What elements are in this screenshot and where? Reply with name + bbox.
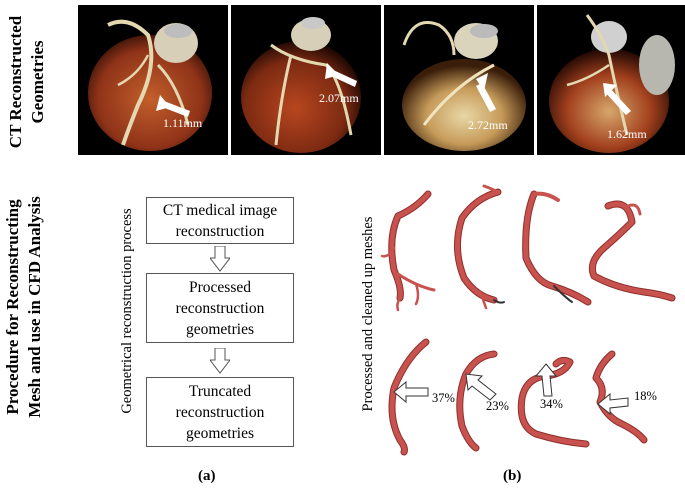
stenosis-annotation-4: 18% xyxy=(597,389,657,416)
stenosis-annotation-1: 37% xyxy=(393,380,455,405)
procedure-label-line2: Mesh and use in CFD Analysis xyxy=(25,196,44,418)
procedure-label: Procedure for Reconstructing Mesh and us… xyxy=(2,173,46,441)
flow-step-text: Processed reconstruction geometries xyxy=(175,278,265,338)
ct-panel-2: 2.07mm xyxy=(231,5,381,155)
hollow-arrow-icon xyxy=(465,373,497,401)
ct-reconstructed-label: CT Reconstructed Geometries xyxy=(5,7,49,157)
procedure-label-line1: Procedure for Reconstructing xyxy=(3,199,22,415)
flow-step-text: CT medical image reconstruction xyxy=(162,201,278,240)
mesh-truncated-1 xyxy=(388,338,430,456)
mesh-label: Processed and cleaned up meshes xyxy=(360,216,376,412)
measurement-label: 2.72mm xyxy=(468,118,508,132)
stenosis-percent: 18% xyxy=(634,389,657,403)
down-arrow-icon xyxy=(210,246,230,272)
hollow-arrow-icon xyxy=(534,363,558,397)
hollow-arrow-icon xyxy=(393,380,429,404)
vessel-meshes: 37% 23% 34% 18% xyxy=(380,184,676,456)
flow-step-processed-geometries: Processed reconstruction geometries xyxy=(146,273,294,343)
heart-ct-render-icon: 2.07mm xyxy=(241,17,361,153)
mesh-full-tree-4 xyxy=(588,200,676,302)
measurement-label: 1.62mm xyxy=(607,127,647,141)
heart-ct-render-icon: 2.72mm xyxy=(402,21,526,151)
mesh-truncated-2 xyxy=(456,350,498,452)
stenosis-percent: 37% xyxy=(432,391,455,405)
down-arrow-icon xyxy=(210,348,230,374)
mesh-truncated-3 xyxy=(517,356,590,448)
stenosis-percent: 34% xyxy=(540,397,563,411)
measurement-label: 1.11mm xyxy=(163,116,203,130)
flow-step-ct-medical-image: CT medical image reconstruction xyxy=(146,197,294,244)
stenosis-annotation-3: 34% xyxy=(534,363,563,411)
hollow-arrow-icon xyxy=(597,392,629,416)
subfigure-label-a: (a) xyxy=(198,468,216,484)
stenosis-annotation-2: 23% xyxy=(465,373,509,413)
mesh-full-tree-2 xyxy=(454,184,505,310)
ct-panel-3: 2.72mm xyxy=(384,5,534,155)
process-label: Geometrical reconstruction process xyxy=(119,208,135,414)
ct-panel-4: 1.62mm xyxy=(537,5,685,155)
mesh-full-tree-3 xyxy=(522,190,592,306)
flow-step-truncated-geometries: Truncated reconstruction geometries xyxy=(146,377,294,447)
stenosis-percent: 23% xyxy=(486,399,509,413)
heart-ct-render-icon: 1.11mm xyxy=(88,19,212,151)
ct-label-line1: CT Reconstructed xyxy=(6,15,25,149)
mesh-full-tree-1 xyxy=(380,190,436,312)
heart-ct-render-icon: 1.62mm xyxy=(549,14,675,153)
measurement-label: 2.07mm xyxy=(319,91,359,105)
subfigure-label-b: (b) xyxy=(503,468,522,484)
ct-panel-1: 1.11mm xyxy=(78,5,228,155)
flow-step-text: Truncated reconstruction geometries xyxy=(175,382,265,442)
ct-label-line2: Geometries xyxy=(28,40,47,124)
